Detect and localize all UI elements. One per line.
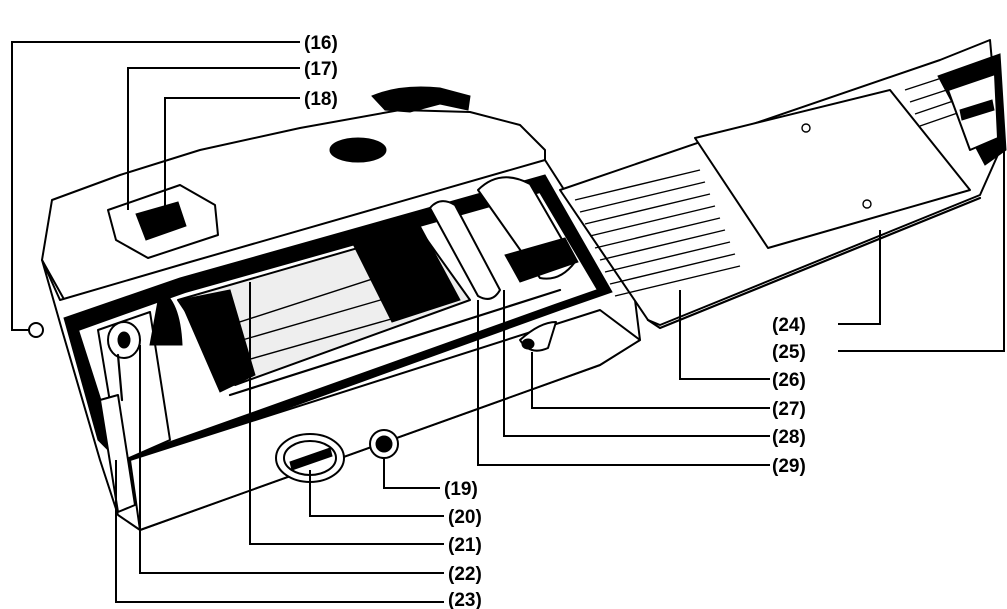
leader-26 (679, 290, 770, 380)
callout-27: (27) (772, 399, 806, 420)
leader-21 (249, 282, 444, 545)
callout-23: (23) (448, 590, 482, 609)
pressure-plate (694, 89, 971, 249)
camera-back-door (559, 39, 1007, 330)
callout-21: (21) (448, 535, 482, 556)
leader-25 (838, 150, 1005, 352)
strap-lug (28, 322, 44, 338)
leader-18 (164, 97, 300, 210)
leader-20 (309, 470, 444, 517)
callout-labels: (16) (17) (18) (19) (20) (21) (22) (23) … (304, 33, 806, 609)
callout-28: (28) (772, 427, 806, 448)
leader-22 (139, 345, 444, 574)
callout-19: (19) (444, 479, 478, 500)
leader-29 (477, 300, 770, 466)
leader-16 (11, 41, 300, 331)
leader-28 (503, 290, 770, 437)
callout-22: (22) (448, 564, 482, 585)
leader-27 (531, 352, 770, 409)
callout-29: (29) (772, 456, 806, 477)
camera-body (28, 86, 641, 531)
callout-20: (20) (448, 507, 482, 528)
callout-26: (26) (772, 370, 806, 391)
callout-25: (25) (772, 342, 806, 363)
film-advance-lever (371, 86, 471, 113)
callout-17: (17) (304, 59, 338, 80)
leader-19 (383, 458, 440, 489)
rewind-knob (329, 137, 387, 163)
tripod-socket (369, 429, 399, 459)
callout-16: (16) (304, 33, 338, 54)
take-up-spool (429, 176, 579, 300)
callout-18: (18) (304, 89, 338, 110)
leader-23 (115, 460, 444, 603)
rewind-release-button (275, 433, 345, 483)
leader-17 (127, 67, 300, 210)
leader-24 (838, 230, 881, 325)
callout-24: (24) (772, 315, 806, 336)
leader-lines (11, 41, 1005, 603)
